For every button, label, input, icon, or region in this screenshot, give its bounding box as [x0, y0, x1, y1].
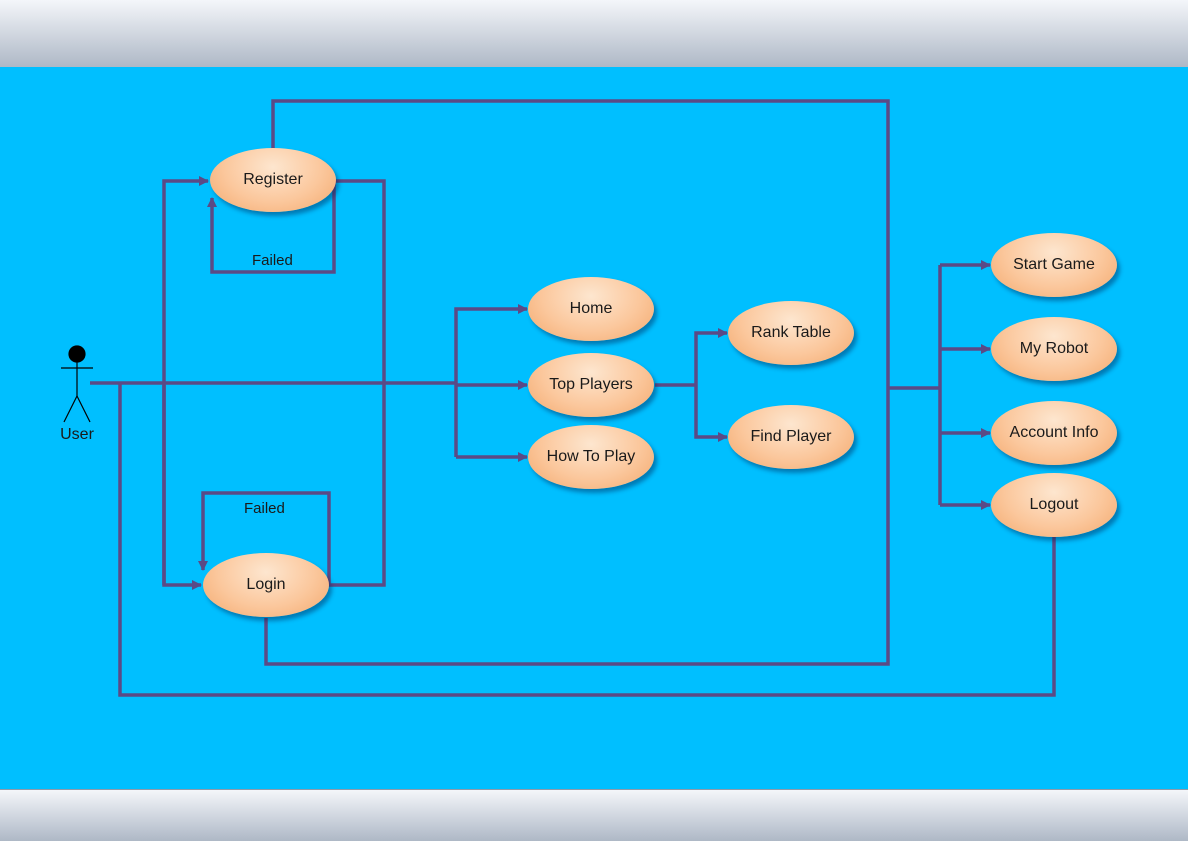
register-failed-label: Failed — [252, 252, 293, 269]
actor-label: User — [60, 426, 94, 443]
bottom-bar — [0, 789, 1188, 841]
connector-login-failed — [198, 491, 331, 585]
node-top-players[interactable]: Top Players — [528, 353, 654, 417]
node-start-game[interactable]: Start Game — [991, 233, 1117, 297]
connector-register-top — [264, 99, 890, 666]
node-my-robot[interactable]: My Robot — [991, 317, 1117, 381]
node-login[interactable]: Login — [203, 553, 329, 617]
stick-figure-icon — [61, 345, 93, 423]
connector-to-rank-table — [694, 328, 728, 385]
node-find-player[interactable]: Find Player — [728, 405, 854, 469]
login-failed-label: Failed — [244, 500, 285, 517]
node-account-info[interactable]: Account Info — [991, 401, 1117, 465]
connector-to-home — [454, 304, 528, 457]
node-how-to-play[interactable]: How To Play — [528, 425, 654, 489]
node-logout[interactable]: Logout — [991, 473, 1117, 537]
connector-register-success — [329, 179, 386, 587]
node-register[interactable]: Register — [210, 148, 336, 212]
node-rank-table[interactable]: Rank Table — [728, 301, 854, 365]
node-home[interactable]: Home — [528, 277, 654, 341]
connector-to-login — [162, 385, 202, 590]
connector-logout-return — [118, 383, 1056, 697]
connector-to-find-player — [694, 385, 728, 442]
connector-register-failed — [207, 181, 336, 274]
